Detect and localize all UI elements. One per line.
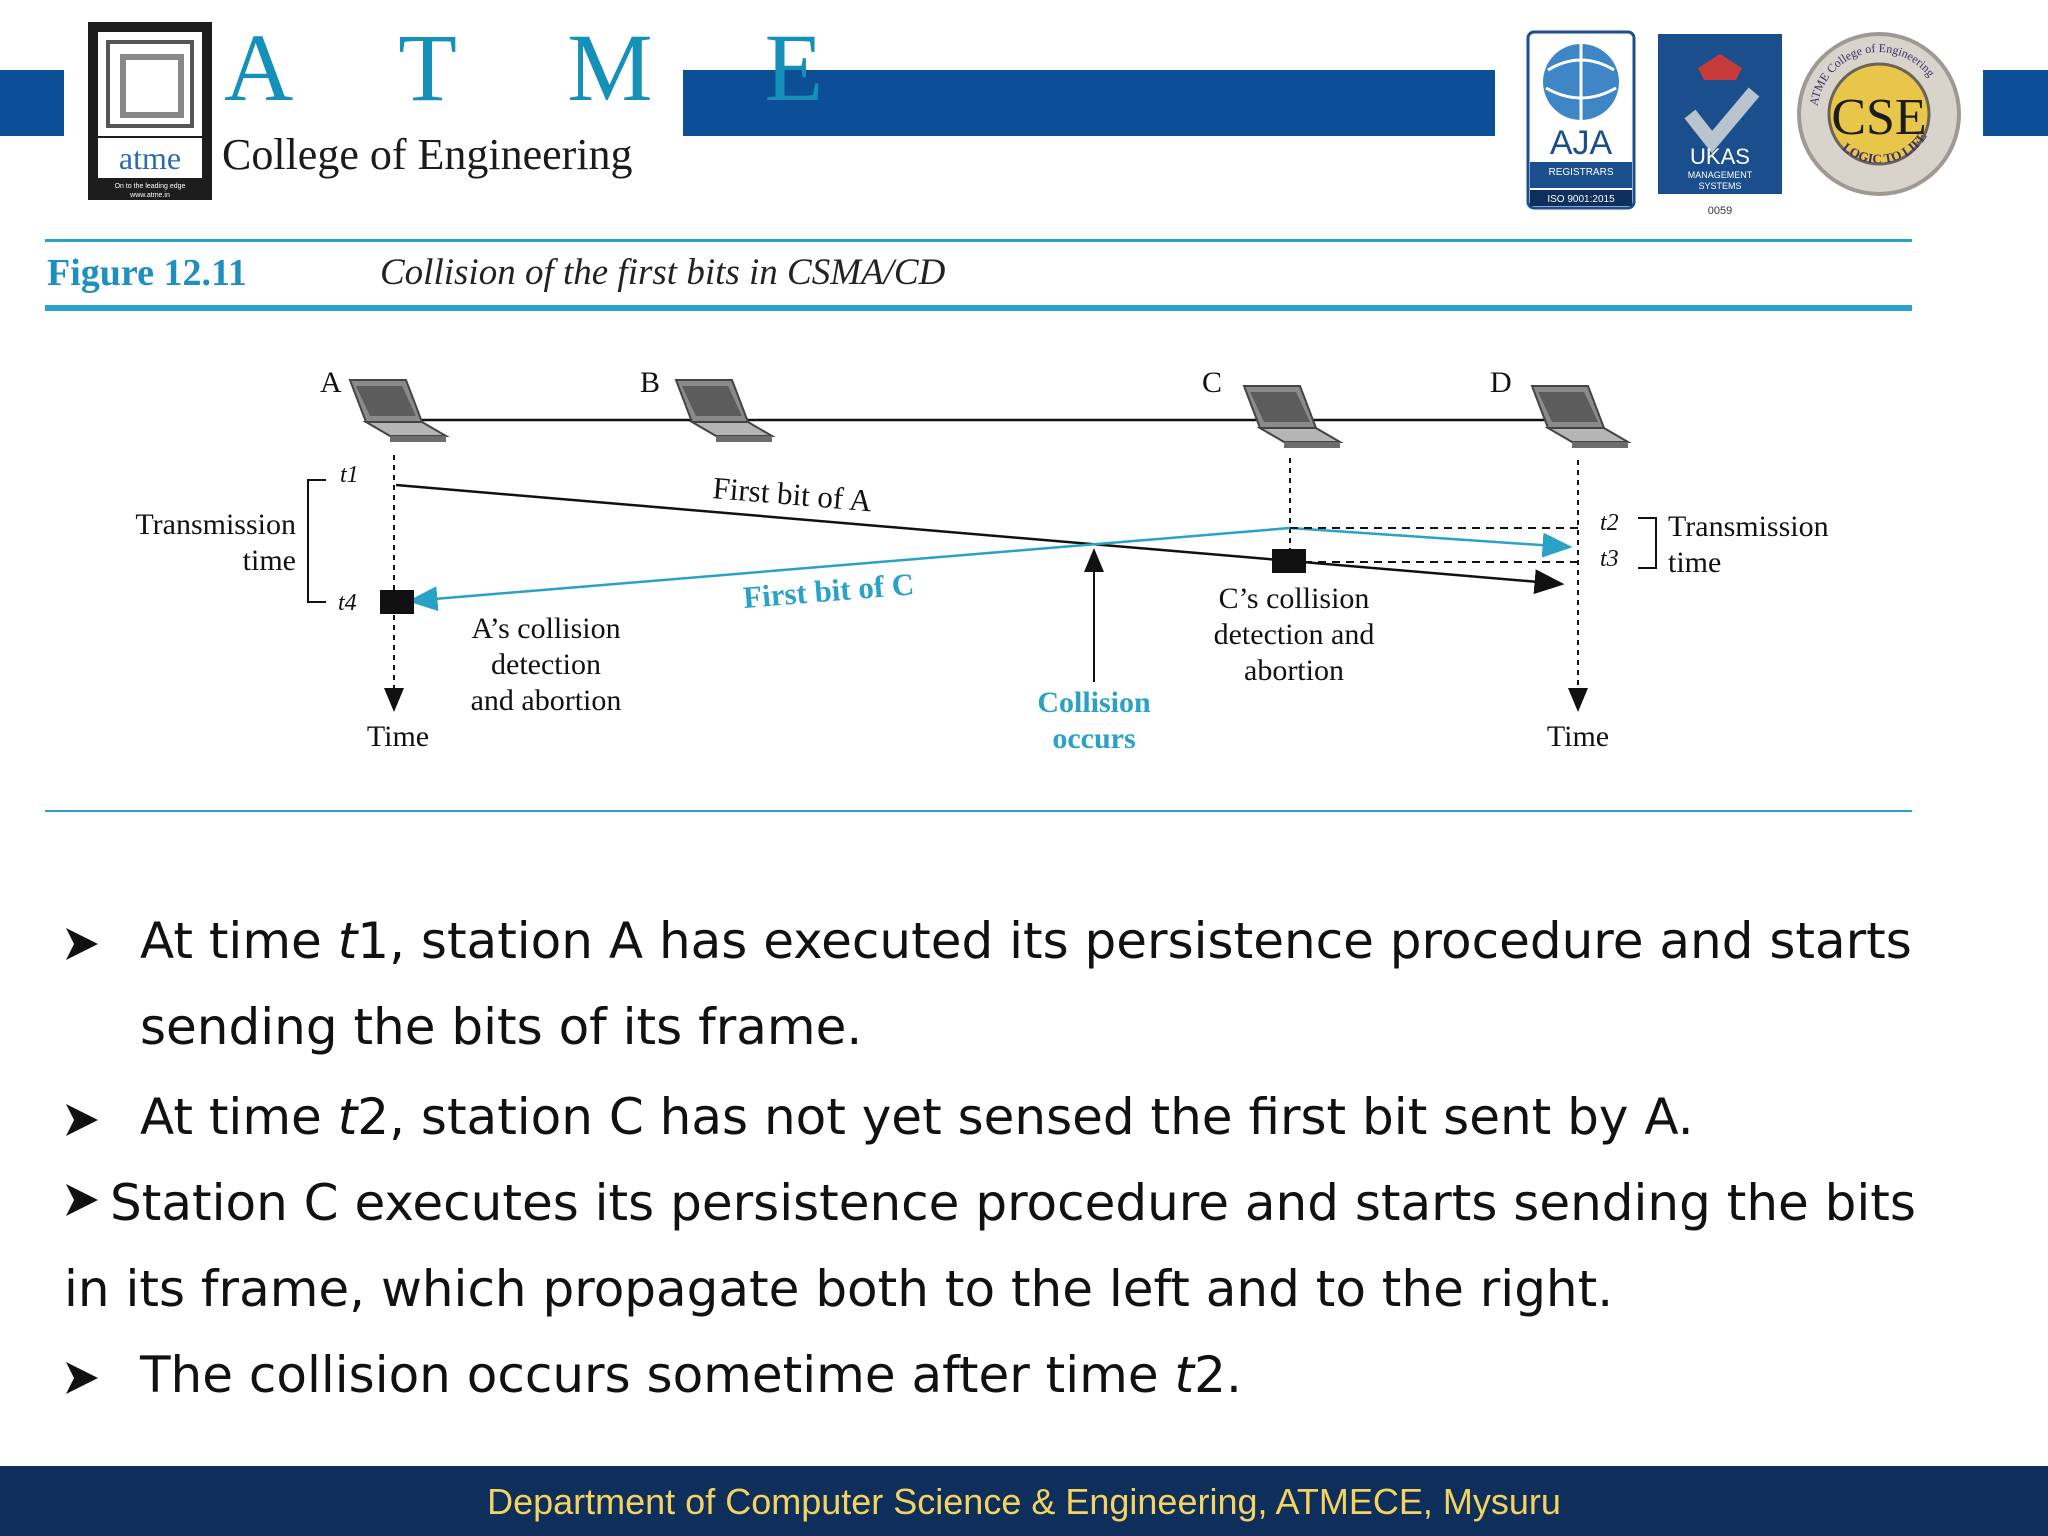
a-abort-marker — [380, 590, 414, 614]
atme-logo-tagline: On to the leading edge www.atme.in — [114, 183, 186, 199]
bullet-1: At time t1, station A has executed its p… — [64, 898, 1964, 1070]
csma-cd-diagram: A B C D t1 t4 Transmission time t2 t3 Tr… — [135, 366, 1829, 755]
station-d-label: D — [1490, 366, 1512, 399]
c-collision-label-1: C’s collision — [1219, 582, 1370, 615]
header-band-left — [0, 70, 64, 136]
laptop-icon-a — [349, 379, 447, 443]
arrowhead-bullet-icon — [66, 928, 98, 960]
bullet-2-text: At time t2, station C has not yet sensed… — [140, 1088, 1694, 1146]
time-axis-label-a: Time — [367, 720, 429, 753]
aja-certification-logo: AJA REGISTRARS ISO 9001:2015 — [1526, 30, 1636, 210]
ukas-line2: SYSTEMS — [1698, 181, 1741, 191]
laptop-icon-c — [1243, 385, 1341, 449]
bullet-3-text: Station C executes its persistence proce… — [110, 1174, 1916, 1232]
time-axis-label-d: Time — [1547, 720, 1609, 753]
collision-label-1: Collision — [1037, 686, 1151, 719]
ukas-code: 0059 — [1708, 205, 1732, 217]
bullet-3: Station C executes its persistence proce… — [64, 1160, 1964, 1332]
bullet-2: At time t2, station C has not yet sensed… — [64, 1074, 1964, 1160]
collision-label-2: occurs — [1052, 722, 1135, 755]
right-transmission-label: Transmission — [1668, 510, 1829, 543]
bullet-1-continuation: sending the bits of its frame. — [140, 998, 863, 1056]
aja-iso: ISO 9001:2015 — [1547, 194, 1615, 205]
laptop-icon-d — [1531, 385, 1629, 449]
crown-icon — [1698, 54, 1742, 80]
a-collision-label-3: and abortion — [471, 684, 622, 717]
figure-number: Figure 12.11 — [47, 252, 247, 294]
ukas-line1: MANAGEMENT — [1688, 170, 1753, 180]
ukas-name: UKAS — [1690, 144, 1750, 169]
station-c-label: C — [1202, 366, 1222, 399]
cse-department-logo: CSE ATME College of Engineering LOGIC TO… — [1797, 32, 1961, 196]
right-time-label: time — [1668, 546, 1721, 579]
bullet-1-text: At time t1, station A has executed its p… — [140, 912, 1912, 970]
station-b-label: B — [640, 366, 660, 399]
header-band-middle — [683, 70, 1495, 136]
header-band-right — [1983, 70, 2048, 136]
figure-caption: Collision of the first bits in CSMA/CD — [380, 252, 946, 293]
bullet-4: The collision occurs sometime after time… — [64, 1332, 1964, 1418]
a-collision-label-1: A’s collision — [471, 612, 620, 645]
first-bit-c-label: First bit of C — [742, 566, 916, 615]
atme-logo-word: atme — [98, 138, 202, 178]
aja-registrars: REGISTRARS — [1548, 167, 1613, 178]
footer-text: Department of Computer Science & Enginee… — [487, 1481, 1561, 1522]
t2-label: t2 — [1600, 510, 1619, 536]
figure-bottom-rule — [45, 810, 1912, 812]
aja-name: AJA — [1550, 124, 1613, 162]
left-time-label: time — [243, 544, 296, 577]
a-collision-label-2: detection — [491, 648, 601, 681]
check-icon — [1684, 87, 1760, 154]
ukas-certification-logo: UKAS MANAGEMENT SYSTEMS 0059 — [1658, 34, 1782, 217]
cse-name: CSE — [1831, 89, 1926, 146]
t4-label: t4 — [338, 590, 357, 616]
c-collision-label-2: detection and — [1214, 618, 1375, 651]
c-collision-label-3: abortion — [1244, 654, 1344, 687]
arrowhead-bullet-icon — [66, 1104, 98, 1136]
t1-label: t1 — [340, 462, 359, 488]
atme-logo: atme On to the leading edge www.atme.in — [88, 22, 212, 200]
arrowhead-bullet-icon — [66, 1184, 98, 1216]
figure-top-rule — [45, 239, 1912, 242]
left-transmission-label: Transmission — [135, 508, 296, 541]
c-abort-marker — [1272, 549, 1306, 573]
laptop-icon-b — [675, 379, 773, 443]
atme-logo-frame-icon — [98, 32, 202, 136]
bullet-3-continuation: in its frame, which propagate both to th… — [64, 1260, 1614, 1318]
figure-caption-rule — [45, 305, 1912, 311]
bullet-4-text: The collision occurs sometime after time… — [140, 1346, 1242, 1404]
first-bit-a-label: First bit of A — [711, 470, 873, 518]
college-name: College of Engineering — [222, 130, 633, 179]
station-a-label: A — [320, 366, 342, 399]
t3-label: t3 — [1600, 546, 1619, 572]
footer-bar: Department of Computer Science & Enginee… — [0, 1466, 2048, 1536]
arrowhead-bullet-icon — [66, 1362, 98, 1394]
